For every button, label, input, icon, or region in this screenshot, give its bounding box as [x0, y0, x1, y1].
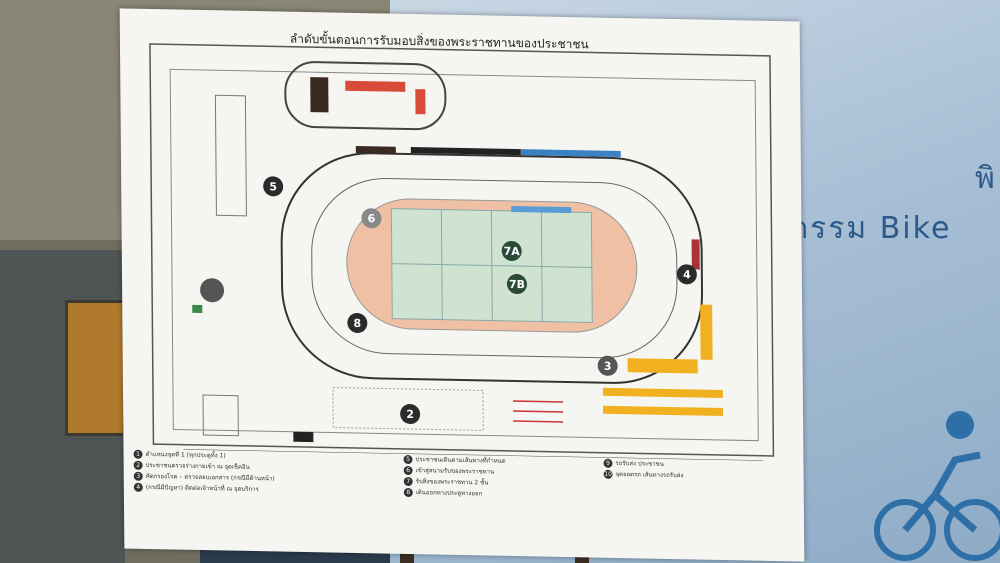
venue-map [149, 43, 775, 462]
wall-door [65, 300, 126, 436]
banner-text-top: พิ [975, 161, 995, 196]
step-8-marker: 8 [347, 312, 368, 334]
step-2-marker: 2 [400, 403, 421, 425]
legend-item: 4(กรณีมีปัญหา) ติดต่อเจ้าหน้าที่ ณ จุดบร… [133, 482, 275, 496]
step-6-marker: 6 [361, 208, 382, 229]
step-7b-marker: 7B [506, 273, 528, 295]
map-board: ลำดับขั้นตอนการรับมอบสิ่งของพระราชทานของ… [119, 8, 805, 562]
step-3-marker: 3 [597, 355, 618, 376]
step-5-marker: 5 [263, 176, 284, 197]
step-4-marker: 4 [676, 264, 697, 285]
cyclist-graphic [874, 411, 1000, 561]
step-7a-marker: 7A [501, 240, 522, 262]
